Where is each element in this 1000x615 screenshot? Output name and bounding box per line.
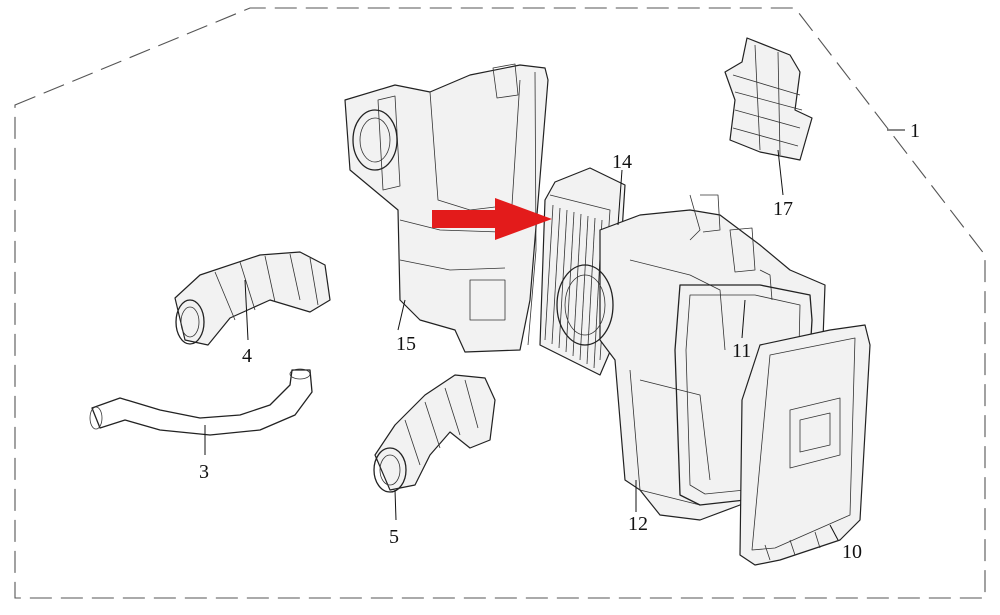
leader-10 [829, 524, 839, 541]
callout-14: 14 [612, 151, 632, 173]
callout-11: 11 [732, 340, 751, 362]
leader-14 [617, 169, 623, 226]
callout-10: 10 [842, 541, 862, 563]
part-3-hose[interactable] [89, 368, 313, 436]
part-4-intake-boot[interactable] [174, 251, 331, 346]
red-arrow-icon [432, 198, 552, 240]
callout-12: 12 [628, 513, 648, 535]
part-5-intake-boot[interactable] [373, 374, 496, 493]
part-10-cover[interactable] [739, 324, 871, 566]
callout-5: 5 [389, 526, 399, 548]
part-17-rubber-connector[interactable] [724, 37, 813, 161]
leader-15 [397, 299, 406, 331]
callout-4: 4 [242, 345, 252, 367]
assembly-boundary [14, 7, 986, 599]
leader-11 [741, 299, 746, 339]
callout-17: 17 [773, 198, 793, 220]
leader-4 [244, 279, 249, 341]
leader-5 [394, 489, 397, 521]
callout-3: 3 [199, 461, 209, 483]
callout-1: 1 [910, 120, 920, 142]
leader-17 [777, 149, 784, 196]
part-15-intake-box[interactable] [344, 63, 549, 353]
callout-15: 15 [396, 333, 416, 355]
